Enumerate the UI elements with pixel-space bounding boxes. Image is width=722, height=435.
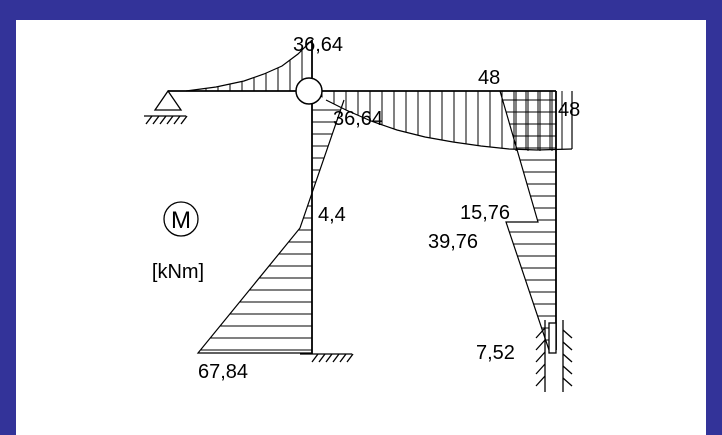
value-right-column-base: 7,52 [476, 342, 515, 364]
value-labels: 36,64 36,64 48 48 4,4 67,84 15,76 39,76 … [198, 34, 580, 383]
value-right-column-lower: 39,76 [428, 231, 478, 253]
hatch-corner-cross [515, 91, 553, 151]
cantilever-curve [185, 39, 313, 92]
hatch-beam [321, 91, 563, 150]
bending-moment-diagram: M [kNm] 36,64 36,64 48 48 4,4 67,84 15,7… [144, 34, 580, 392]
hatch-right-column [500, 99, 556, 341]
moment-symbol-circle [163, 201, 199, 237]
fixed-support-icon [300, 353, 354, 363]
hinge-icon [295, 77, 323, 105]
value-column-top: 36,64 [333, 108, 383, 130]
unit-label: [kNm] [152, 261, 204, 283]
pin-support-icon [144, 89, 188, 125]
value-beam-left-max: 36,64 [293, 34, 343, 56]
moment-symbol: M [171, 207, 191, 234]
value-right-column-upper: 15,76 [460, 202, 510, 224]
sliding-support-icon [535, 320, 573, 392]
hatch-left-column [198, 109, 344, 351]
left-column-outline [196, 99, 345, 354]
diagram-panel: M [kNm] 36,64 36,64 48 48 4,4 67,84 15,7… [16, 20, 706, 435]
value-column-base: 67,84 [198, 361, 248, 383]
value-column-mid: 4,4 [318, 204, 346, 226]
value-right-corner-beam: 48 [478, 67, 500, 89]
beam-curve [325, 99, 573, 151]
value-right-corner-column: 48 [558, 99, 580, 121]
moment-outlines [185, 39, 573, 354]
